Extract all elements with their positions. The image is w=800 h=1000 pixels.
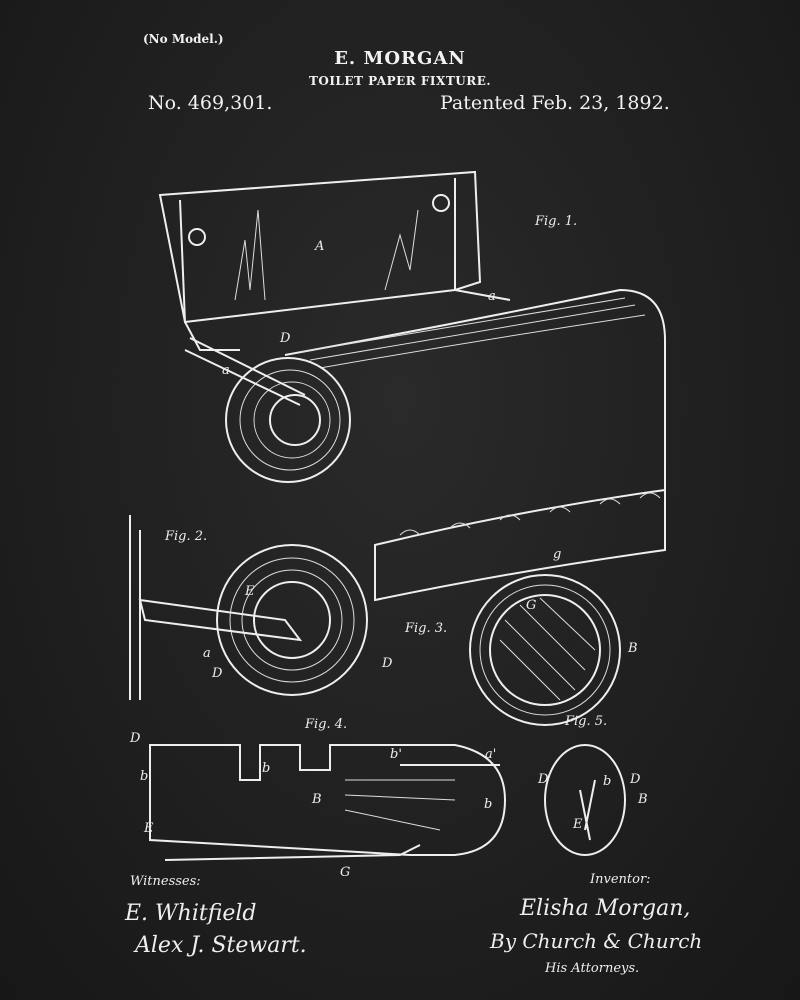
ref-letter: D	[279, 331, 291, 346]
roll-ring	[479, 584, 611, 716]
inventor-name: E. MORGAN	[334, 48, 466, 69]
no-model-note: (No Model.)	[143, 32, 224, 46]
roll-lines	[299, 297, 646, 369]
arm-a	[184, 337, 306, 406]
ref-letter: b	[262, 761, 270, 776]
ref-letter: D	[629, 772, 641, 787]
attorneys-label: His Attorneys.	[544, 961, 639, 976]
ref-letter: A	[314, 239, 324, 254]
fig3-label: Fig. 3.	[404, 621, 447, 636]
patent-number: No. 469,301.	[148, 92, 273, 114]
section-hatching	[344, 779, 456, 831]
ref-letter: a	[488, 289, 496, 304]
fig5-label: Fig. 5.	[564, 714, 607, 729]
witness-signature: E. Whitfield	[124, 901, 257, 926]
ref-letter: G	[340, 865, 350, 880]
ref-letter: g	[553, 547, 561, 562]
ref-letter: B	[627, 641, 638, 656]
ref-letter: B	[637, 792, 648, 807]
back-plate	[158, 170, 482, 324]
attorney-signature: By Church & Church	[489, 929, 702, 953]
roll-end	[225, 357, 351, 483]
inventor-signature: Elisha Morgan,	[519, 896, 690, 921]
fig4-label: Fig. 4.	[304, 717, 347, 732]
ref-letter: D	[211, 666, 223, 681]
wall-plate	[129, 515, 141, 700]
witness-signature: Alex J. Stewart.	[133, 933, 307, 958]
roll-inner	[489, 594, 601, 706]
fig2-label: Fig. 2.	[164, 529, 207, 544]
shading	[234, 209, 419, 301]
roll-core	[269, 394, 321, 446]
roll-core	[253, 581, 331, 659]
ref-letter: b	[603, 774, 611, 789]
ref-letter: E	[244, 584, 255, 599]
screw-icon	[188, 228, 206, 246]
roll-ring	[241, 569, 343, 671]
arm-a	[138, 598, 303, 642]
figure-2: Fig. 2. E a D D	[129, 515, 393, 700]
hatching	[499, 597, 596, 701]
section-body	[149, 744, 507, 856]
paper-end	[164, 844, 421, 861]
ref-letter: D	[129, 731, 141, 746]
ref-letter: b'	[390, 747, 402, 762]
ref-letter: a'	[485, 747, 496, 762]
ref-letter: G	[526, 598, 536, 613]
ref-letter: D	[537, 772, 549, 787]
inventor-label: Inventor:	[589, 872, 651, 887]
ref-letter: E	[143, 821, 154, 836]
roll-outer	[469, 574, 621, 726]
ref-letter: a	[203, 646, 211, 661]
ref-letter: a	[222, 363, 230, 378]
roll-side	[216, 544, 368, 696]
end-plate	[544, 744, 626, 856]
roll-ring	[229, 557, 355, 683]
bracket	[184, 289, 511, 351]
ref-letter: B	[311, 792, 322, 807]
figure-5: Fig. 5. D D b B E	[537, 714, 648, 856]
roll-ring	[239, 369, 341, 471]
figure-4: Fig. 4. D b b b' a' B E G b	[129, 717, 507, 880]
ref-letter: E	[572, 817, 583, 832]
roll-ring	[253, 381, 331, 459]
perforation-marks	[399, 492, 661, 536]
signatures: Witnesses: E. Whitfield Alex J. Stewart.…	[124, 872, 702, 976]
witnesses-label: Witnesses:	[130, 874, 201, 889]
paper-roll	[284, 288, 666, 602]
ref-letter: b	[140, 769, 148, 784]
ref-letter: b	[484, 797, 492, 812]
plate-edge	[179, 178, 456, 323]
figure-1: Fig. 1. A a D a	[158, 170, 666, 602]
ref-letter: D	[381, 656, 393, 671]
patent-title: TOILET PAPER FIXTURE.	[308, 74, 492, 88]
patent-date: Patented Feb. 23, 1892.	[440, 92, 670, 114]
slot	[579, 779, 596, 841]
figure-3: Fig. 3. g G B	[404, 547, 638, 726]
fig1-label: Fig. 1.	[534, 214, 577, 229]
screw-icon	[432, 194, 450, 212]
